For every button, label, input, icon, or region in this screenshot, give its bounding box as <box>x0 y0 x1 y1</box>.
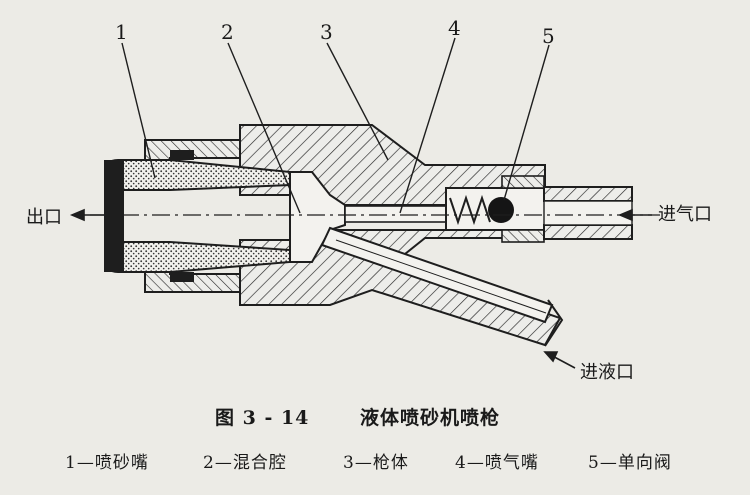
part-number-3: 3 <box>320 20 333 44</box>
part-number-2: 2 <box>221 20 234 44</box>
leader-lines <box>121 37 550 214</box>
check-valve-ball <box>488 197 514 223</box>
legend-item-3: 3—枪体 <box>343 453 409 473</box>
flow-arrows <box>69 208 652 369</box>
part-number-1: 1 <box>115 20 128 44</box>
legend-item-1: 1—喷砂嘴 <box>65 453 149 473</box>
sand-nozzle <box>104 159 291 273</box>
part-number-4: 4 <box>448 16 461 40</box>
figure-number: 图 3 - 14 <box>215 407 310 429</box>
part-number-5: 5 <box>542 24 555 48</box>
liquid-inlet-channel <box>320 226 564 347</box>
legend-item-5: 5—单向阀 <box>588 453 672 473</box>
legend-item-2: 2—混合腔 <box>203 453 287 473</box>
mixing-chamber <box>289 171 346 263</box>
air-inlet-pipe <box>543 186 633 240</box>
legend-item-4: 4—喷气嘴 <box>455 453 539 473</box>
air-inlet-label: 进气口 <box>658 204 712 225</box>
air-nozzle <box>344 205 447 223</box>
figure-title: 液体喷砂机喷枪 <box>360 407 501 429</box>
liquid-inlet-label: 进液口 <box>580 362 634 383</box>
outlet-label: 出口 <box>26 207 62 228</box>
nozzle-holder <box>144 139 241 293</box>
check-valve <box>445 175 547 243</box>
